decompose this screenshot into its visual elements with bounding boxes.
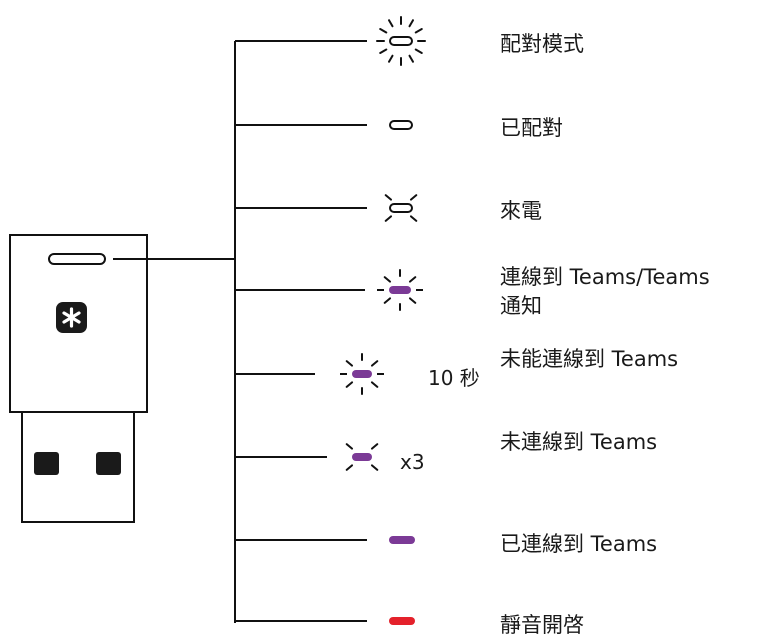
led-bar	[389, 203, 413, 213]
led-ray	[388, 54, 394, 63]
state-row	[235, 536, 415, 544]
usb-contact-left	[34, 452, 59, 475]
state-row	[235, 120, 413, 130]
led-ray	[370, 381, 379, 388]
state-row	[235, 443, 379, 471]
white-led-icon	[376, 16, 426, 66]
led-bar	[352, 453, 372, 461]
led-ray	[370, 360, 379, 367]
state-row	[235, 16, 426, 66]
led-ray	[383, 297, 392, 304]
led-ray	[345, 443, 354, 450]
usb-dongle	[9, 234, 148, 523]
white-led-icon	[384, 194, 418, 222]
repeat-count-note: x3	[400, 450, 425, 474]
led-bar	[389, 120, 413, 130]
led-ray	[384, 215, 393, 222]
led-bar	[352, 370, 372, 378]
state-label-teams-connected-notification-line1: 連線到 Teams/Teams	[500, 265, 710, 289]
state-label-incoming-call: 來電	[500, 199, 542, 223]
state-label-paired: 已配對	[500, 116, 563, 140]
led-ray	[345, 360, 354, 367]
state-row	[235, 617, 415, 625]
white-led-icon	[389, 120, 413, 130]
led-ray	[409, 215, 418, 222]
usb-contact-right	[96, 452, 121, 475]
state-row	[235, 353, 384, 395]
led-bar	[389, 36, 413, 46]
led-ray	[414, 28, 423, 34]
led-bar	[389, 617, 415, 625]
state-label-teams-not-connected: 未連線到 Teams	[500, 430, 658, 454]
state-label-teams-connect-failed: 未能連線到 Teams	[500, 347, 679, 371]
purple-led-icon	[340, 353, 384, 395]
led-ray	[388, 19, 394, 28]
duration-note: 10 秒	[428, 366, 480, 390]
led-ray	[345, 381, 354, 388]
led-ray	[414, 48, 423, 54]
teams-star-icon	[56, 302, 87, 333]
led-ray	[379, 48, 388, 54]
state-label-teams-connected-notification-line2: 通知	[500, 294, 542, 318]
purple-led-icon	[345, 443, 379, 471]
led-ray	[384, 194, 393, 201]
led-ray	[370, 443, 379, 450]
led-ray	[379, 28, 388, 34]
state-row	[235, 194, 418, 222]
led-bar	[389, 536, 415, 544]
purple-led-icon	[389, 536, 415, 544]
led-ray	[345, 464, 354, 471]
led-bar	[389, 286, 411, 294]
state-label-mute-on: 靜音開啓	[500, 613, 584, 637]
state-rows	[235, 16, 426, 625]
led-ray	[408, 276, 417, 283]
led-ray	[370, 464, 379, 471]
led-ray	[383, 276, 392, 283]
led-ray	[409, 194, 418, 201]
led-ray	[408, 19, 414, 28]
connector-lines	[113, 41, 236, 623]
purple-led-icon	[377, 269, 423, 311]
state-row	[235, 269, 423, 311]
red-led-icon	[389, 617, 415, 625]
led-ray	[408, 54, 414, 63]
state-label-pairing-mode: 配對模式	[500, 32, 584, 56]
dongle-led	[48, 253, 106, 265]
state-label-teams-connected: 已連線到 Teams	[500, 532, 658, 556]
led-ray	[408, 297, 417, 304]
